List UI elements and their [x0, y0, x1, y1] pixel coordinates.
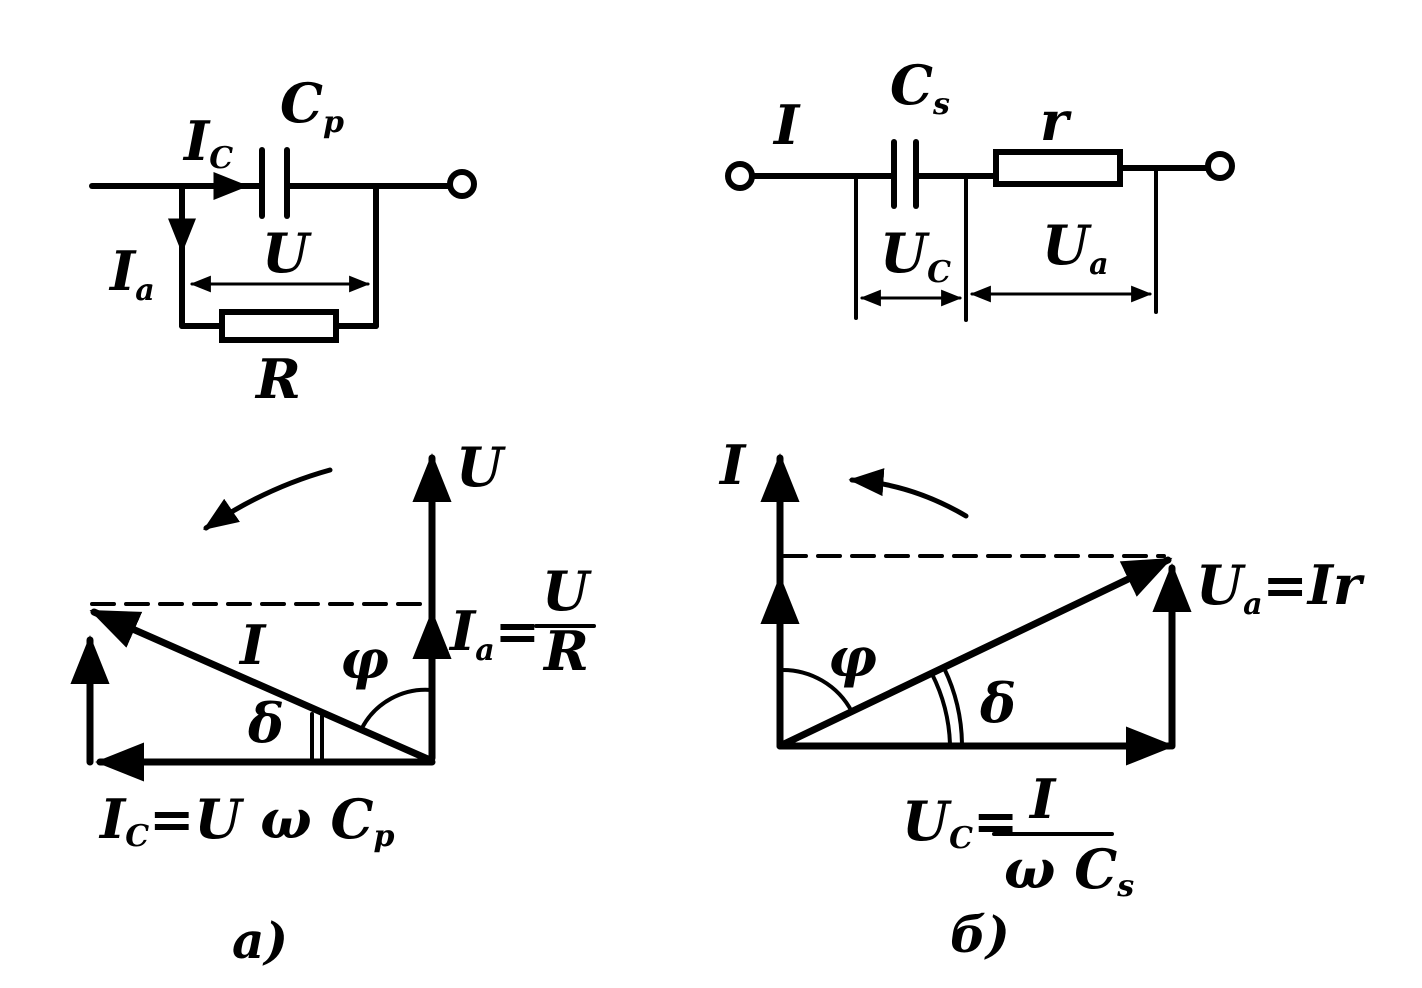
rotation-arrow-a — [203, 467, 333, 531]
caption-b: б) — [950, 905, 1010, 964]
uc-label: UC — [880, 221, 951, 290]
uc-formula-denominator: ω Cs — [1004, 837, 1134, 904]
delta-label-b: δ — [979, 671, 1016, 735]
ia-formula-lhs: Ia= — [448, 599, 540, 668]
rotation-arrow-b — [848, 468, 969, 519]
resistor-r-small — [993, 149, 1123, 187]
circuit-a-labels: Cp IC Ia U R — [108, 71, 344, 411]
phasor-b — [760, 453, 1192, 766]
delta-label-a: δ — [247, 691, 284, 755]
phasor-a — [70, 453, 452, 782]
terminal-b-left — [725, 161, 755, 191]
ic-label: IC — [182, 109, 233, 176]
ic-formula: IC=U ω Cp — [98, 787, 395, 854]
r-small-label: r — [1040, 89, 1072, 153]
circuit-b — [725, 139, 1235, 322]
terminal-b-right — [1205, 151, 1235, 181]
terminal-a-right — [447, 169, 477, 199]
i-total-phasor — [89, 608, 434, 764]
cap-cs-label: Cs — [890, 53, 950, 122]
ia-formula-numerator: U — [542, 559, 592, 623]
u-label: U — [262, 221, 312, 285]
delta-angle-arc-1 — [930, 672, 952, 746]
resistor-r — [219, 309, 339, 343]
ua-label: Ua — [1042, 213, 1109, 282]
phi-label-a: φ — [340, 627, 389, 691]
i-phasor-label-b: I — [718, 433, 747, 497]
i-phasor-label: I — [238, 613, 267, 677]
uc-formula-numerator: I — [1028, 767, 1057, 831]
phasor-b-labels: I φ δ Ua=Ir UC= I ω Cs б) — [718, 433, 1365, 964]
r-label: R — [254, 347, 301, 411]
caption-a: a) — [232, 911, 288, 970]
uc-formula-lhs: UC= — [902, 789, 1018, 856]
phi-angle-arc-a — [360, 687, 434, 730]
i-input-label: I — [772, 93, 801, 157]
phasor-a-labels: U I φ δ Ia= U R IC=U ω Cp a) — [98, 435, 596, 970]
cap-cp-label: Cp — [280, 71, 344, 140]
u-phasor-label: U — [456, 435, 506, 499]
circuit-b-labels: I Cs r UC Ua — [772, 53, 1109, 290]
circuit-a — [89, 147, 477, 343]
ia-formula-denominator: R — [542, 619, 589, 683]
ua-formula: Ua=Ir — [1196, 553, 1365, 622]
delta-angle-arc-2 — [942, 666, 964, 746]
ia-label: Ia — [108, 239, 155, 308]
u-total-phasor — [780, 556, 1173, 748]
phi-label-b: φ — [828, 625, 877, 689]
phi-angle-arc-b — [778, 667, 854, 714]
